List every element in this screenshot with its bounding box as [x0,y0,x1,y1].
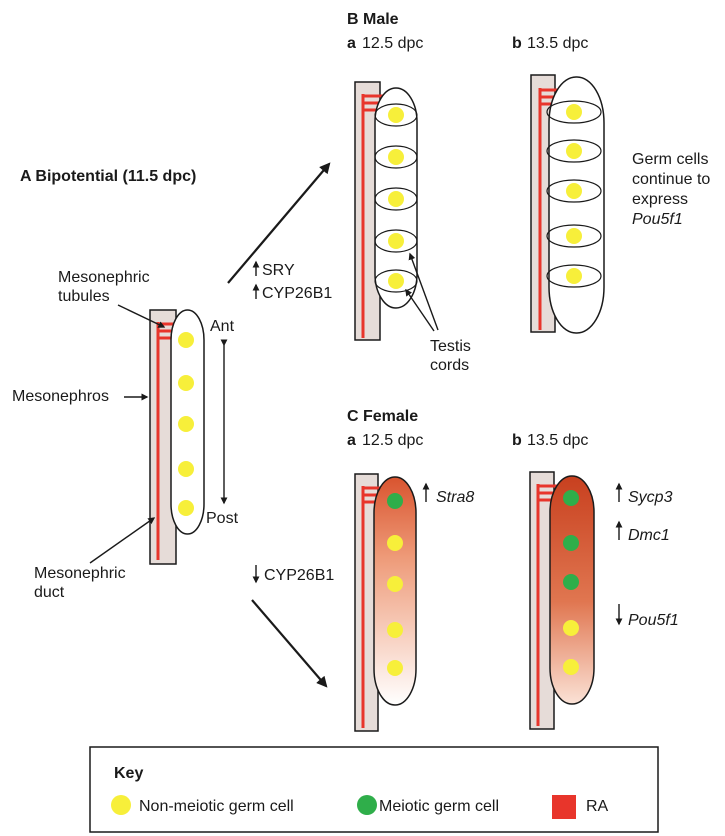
pointer-duct [90,518,154,563]
germ-cell-a3 [178,416,194,432]
label-cyp26b1-down: CYP26B1 [264,567,334,584]
germ-cell-bb4 [566,228,582,244]
meiotic-cell-cb1 [563,490,579,506]
legend-title: Key [114,765,143,782]
label-pou5f1: Pou5f1 [628,612,679,629]
label-dmc1: Dmc1 [628,527,670,544]
label-post: Post [206,510,239,527]
legend-swatch-meiotic [357,795,377,815]
germ-cell-bb2 [566,143,582,159]
label-stra8: Stra8 [436,489,474,506]
pointer-testis-cord2 [406,290,434,331]
germ-cell-ba5 [388,273,404,289]
label-germ-line3: express [632,191,688,208]
legend-box [90,747,658,832]
panel-b-male: B Male a 12.5 dpc b 13.5 dpc Testis cord… [347,11,710,374]
germ-cell-a4 [178,461,194,477]
germ-cell-ba3 [388,191,404,207]
germ-cell-ba2 [388,149,404,165]
germ-cell-bb1 [566,104,582,120]
label-cords: cords [430,357,469,374]
panel-c-b-dpc: 13.5 dpc [527,432,588,449]
panel-c-a-dpc: 12.5 dpc [362,432,423,449]
germ-cell-ba1 [388,107,404,123]
label-mesonephros: Mesonephros [12,388,109,405]
panel-c-title: C Female [347,408,418,425]
label-germ-line2: continue to [632,171,710,188]
germ-cell-bb5 [566,268,582,284]
germ-cell-cb4 [563,620,579,636]
label-sry: SRY [262,262,295,279]
meiotic-cell-cb3 [563,574,579,590]
panel-b-title: B Male [347,11,399,28]
panel-b-a-letter: a [347,35,356,52]
panel-b-a-dpc: 12.5 dpc [362,35,423,52]
legend-swatch-ra [552,795,576,819]
label-tubules-line1: Mesonephric [58,269,150,286]
label-tubules-line2: tubules [58,288,110,305]
legend-label-non-meiotic: Non-meiotic germ cell [139,798,294,815]
label-duct-line2: duct [34,584,65,601]
label-cyp26b1-up: CYP26B1 [262,285,332,302]
germ-cell-a2 [178,375,194,391]
meiotic-cell-ca1 [387,493,403,509]
germ-cell-a1 [178,332,194,348]
label-germ-line4: Pou5f1 [632,211,683,228]
panel-b-b-letter: b [512,35,522,52]
germ-cell-ca4 [387,622,403,638]
germ-cell-bb3 [566,183,582,199]
germ-cell-ba4 [388,233,404,249]
panel-a-title: A Bipotential (11.5 dpc) [20,168,196,185]
branch-arrows: SRY CYP26B1 CYP26B1 [228,164,334,686]
panel-c-a-letter: a [347,432,356,449]
legend-label-ra: RA [586,798,609,815]
arrow-to-female [252,600,326,686]
germ-cell-a5 [178,500,194,516]
panel-a-bipotential: A Bipotential (11.5 dpc) Mesonephric tub… [12,168,239,601]
label-sycp3: Sycp3 [628,489,673,506]
legend-key: Key Non-meiotic germ cell Meiotic germ c… [90,747,658,832]
legend-label-meiotic: Meiotic germ cell [379,798,499,815]
panel-b-b-dpc: 13.5 dpc [527,35,588,52]
label-ant: Ant [210,318,235,335]
legend-swatch-non-meiotic [111,795,131,815]
label-germ-line1: Germ cells [632,151,708,168]
germ-cell-ca3 [387,576,403,592]
label-duct-line1: Mesonephric [34,565,126,582]
label-testis: Testis [430,338,471,355]
meiotic-cell-cb2 [563,535,579,551]
germ-cell-cb5 [563,659,579,675]
germ-cell-ca2 [387,535,403,551]
panel-c-b-letter: b [512,432,522,449]
panel-c-female: C Female a 12.5 dpc b 13.5 dpc Stra8 Syc… [347,408,679,731]
germ-cell-ca5 [387,660,403,676]
